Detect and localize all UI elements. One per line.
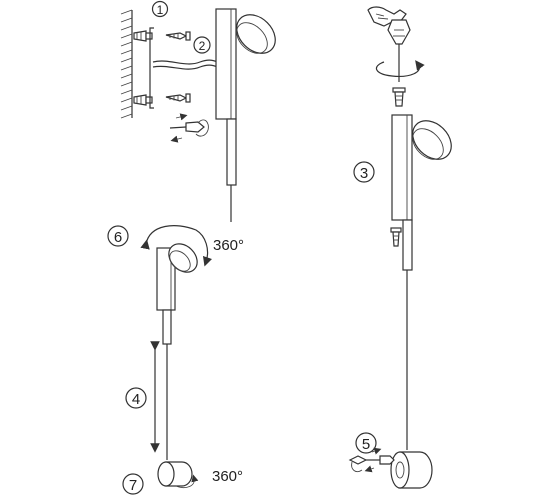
step-1-number: 1 (157, 3, 164, 17)
step-4-badge: 4 (125, 387, 147, 409)
screw-icon (165, 31, 191, 41)
lamp-fixture-icon (156, 243, 198, 460)
rotate-arrow-icon (375, 60, 425, 77)
lamp-fixture-icon (215, 8, 276, 222)
screwdriver-icon (387, 19, 411, 82)
head-rotation-label: 360° (213, 237, 244, 254)
step-3-badge: 3 (353, 161, 375, 183)
step-2-number: 2 (199, 39, 206, 53)
step-5-badge: 5 (355, 432, 377, 454)
step-2-badge: 2 (193, 36, 211, 54)
screw-icon (390, 227, 402, 247)
step-3-number: 3 (360, 165, 368, 182)
screwdriver-icon (169, 113, 209, 143)
wall-hatch-icon (120, 9, 133, 119)
step-1-badge: 1 (151, 0, 169, 18)
step-6-number: 6 (114, 229, 122, 246)
screw-icon (392, 87, 406, 107)
wall-plug-icon (133, 30, 153, 42)
rotate-arrow-icon (140, 225, 213, 267)
screw-icon (165, 93, 191, 103)
step-5-number: 5 (362, 436, 370, 453)
step-6-badge: 6 (107, 225, 129, 247)
screwdriver-icon (348, 447, 395, 473)
step-7-badge: 7 (122, 473, 144, 495)
step-7-number: 7 (129, 477, 137, 494)
wall-plug-icon (133, 94, 153, 106)
lamp-fixture-icon (391, 114, 452, 450)
bracket (149, 27, 154, 109)
cable-icon (152, 59, 219, 70)
lamp-fixture-icon (157, 461, 199, 489)
base-rotation-label: 360° (212, 468, 243, 485)
step-4-number: 4 (132, 391, 140, 408)
lamp-fixture-icon (390, 451, 433, 489)
